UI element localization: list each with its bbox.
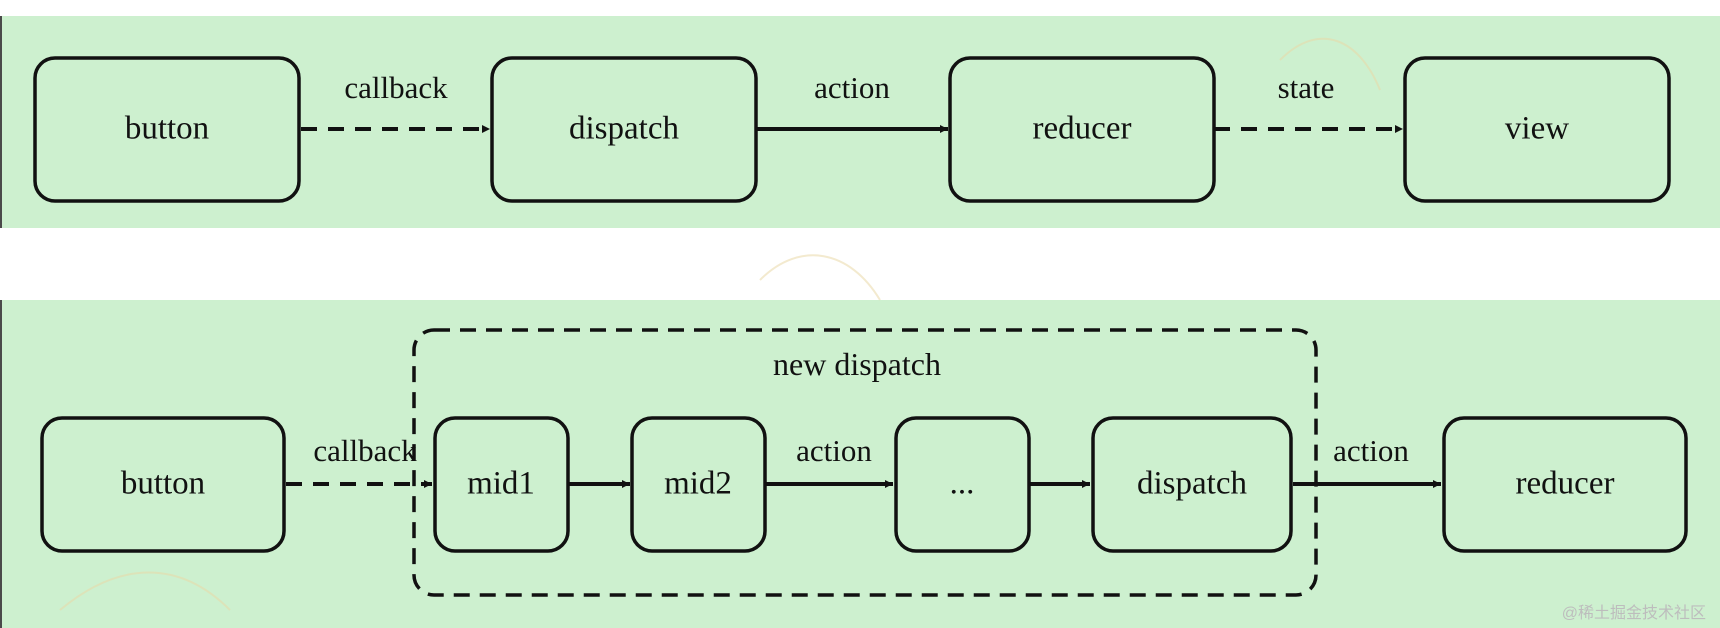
node-dispatch: dispatch xyxy=(490,56,758,203)
top-left-edge xyxy=(0,16,2,228)
edge-label-action-middle: action xyxy=(796,433,872,468)
node-mid2: mid2 xyxy=(630,416,767,553)
node-mid2-label: mid2 xyxy=(664,466,732,502)
group-label-new-dispatch: new dispatch xyxy=(773,346,941,382)
node-view: view xyxy=(1403,56,1671,203)
edge-label-state: state xyxy=(1278,70,1335,105)
node-button-bottom: button xyxy=(40,416,286,553)
bottom-left-edge xyxy=(0,300,2,628)
node-button-label: button xyxy=(125,111,209,147)
node-mid1: mid1 xyxy=(433,416,570,553)
faint-stamp-watermark xyxy=(59,37,1381,611)
node-view-label: view xyxy=(1505,111,1569,147)
node-button-bottom-label: button xyxy=(121,466,205,502)
watermark-label: @稀土掘金技术社区 xyxy=(1562,604,1706,622)
edge-label-action-right: action xyxy=(1333,433,1409,468)
node-reducer: reducer xyxy=(948,56,1216,203)
node-dispatch-bottom: dispatch xyxy=(1091,416,1293,553)
node-reducer-bottom-label: reducer xyxy=(1516,466,1615,502)
edge-label-action: action xyxy=(814,70,890,105)
node-reducer-bottom: reducer xyxy=(1442,416,1688,553)
bottom-diagram-band xyxy=(0,300,1720,628)
node-reducer-label: reducer xyxy=(1033,111,1132,147)
group-new-dispatch xyxy=(412,328,1318,597)
node-ellipsis-label: ... xyxy=(950,466,975,502)
top-flow: callback action state button dispatch re… xyxy=(33,56,1671,203)
node-dispatch-label: dispatch xyxy=(569,111,679,147)
node-ellipsis: ... xyxy=(894,416,1031,553)
node-mid1-label: mid1 xyxy=(467,466,535,502)
bottom-flow: new dispatch callback action action butt… xyxy=(40,328,1688,597)
node-dispatch-bottom-label: dispatch xyxy=(1137,466,1247,502)
edge-label-callback-bottom: callback xyxy=(313,433,417,468)
node-button: button xyxy=(33,56,301,203)
edge-label-callback: callback xyxy=(344,70,448,105)
